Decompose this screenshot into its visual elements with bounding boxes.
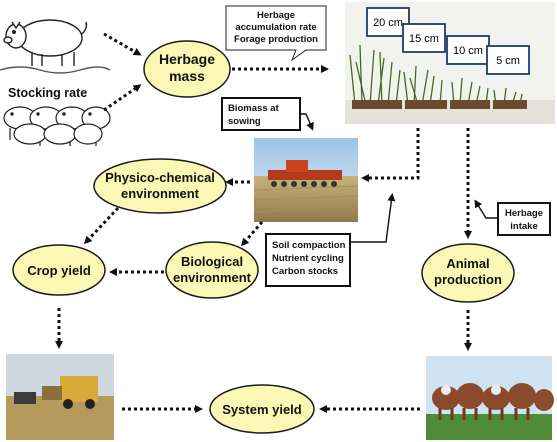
height-tag-20	[366, 7, 410, 37]
arrow-biomass-to-seeder	[300, 113, 314, 131]
system-yield-node	[209, 384, 315, 434]
pig-herd-illustration	[3, 106, 111, 146]
herbage-mass-line2: mass	[169, 68, 205, 84]
height-10-text: 10 cm	[453, 45, 483, 57]
height-5-text: 5 cm	[496, 55, 520, 67]
herbage-mass-node	[143, 40, 231, 98]
arrow-pig-to-herbage	[103, 32, 142, 56]
height-tag-15	[402, 23, 446, 53]
physico-line1: Physico-chemical	[105, 170, 215, 185]
system-yield-text: System yield	[222, 402, 302, 417]
soil-factors-box	[265, 233, 351, 287]
animal-line1: Animal	[446, 256, 489, 271]
pig-illustration-top	[0, 19, 111, 74]
arrow-intake-to-line	[474, 199, 498, 219]
stocking-rate-label: Stocking rate	[8, 86, 87, 100]
crop-yield-text: Crop yield	[27, 263, 91, 278]
intake-line2: intake	[510, 221, 537, 232]
biological-environment-node	[165, 241, 259, 299]
height-tag-10	[446, 35, 490, 65]
arrow-seeder-to-biological	[241, 221, 264, 247]
cattle-photo	[426, 356, 554, 440]
seeder-photo	[253, 138, 359, 222]
herbage-mass-line1: Herbage	[159, 51, 215, 67]
arrow-soil-to-seeder	[350, 193, 396, 243]
height-20-text: 20 cm	[373, 17, 403, 29]
crop-yield-node	[12, 244, 106, 296]
animal-production-node	[421, 243, 515, 303]
arrow-herd-to-herbage	[103, 84, 142, 112]
height-15-text: 15 cm	[409, 33, 439, 45]
herbage-accumulation-line2: accumulation rate	[235, 22, 316, 33]
physico-chemical-node	[93, 158, 227, 214]
animal-line2: production	[434, 272, 502, 287]
height-tag-5	[486, 45, 530, 75]
biomass-line1: Biomass at	[228, 103, 280, 114]
soil-line3: Carbon stocks	[272, 266, 338, 277]
biological-line1: Biological	[181, 254, 243, 269]
biomass-line2: sowing	[228, 116, 261, 127]
arrow-physico-to-crop	[83, 206, 120, 245]
biological-line2: environment	[173, 270, 252, 285]
soil-line2: Nutrient cycling	[272, 253, 344, 264]
intake-line1: Herbage	[505, 208, 543, 219]
biomass-at-sowing-box	[221, 97, 301, 131]
soil-line1: Soil compaction	[272, 240, 346, 251]
physico-line2: environment	[121, 186, 200, 201]
arrow-grass-to-seeder	[361, 128, 420, 182]
herbage-accumulation-callout	[225, 5, 327, 62]
herbage-intake-box	[497, 202, 551, 236]
herbage-accumulation-line3: Forage production	[234, 34, 318, 45]
harvest-photo	[6, 354, 114, 440]
herbage-accumulation-line1: Herbage	[257, 10, 295, 21]
